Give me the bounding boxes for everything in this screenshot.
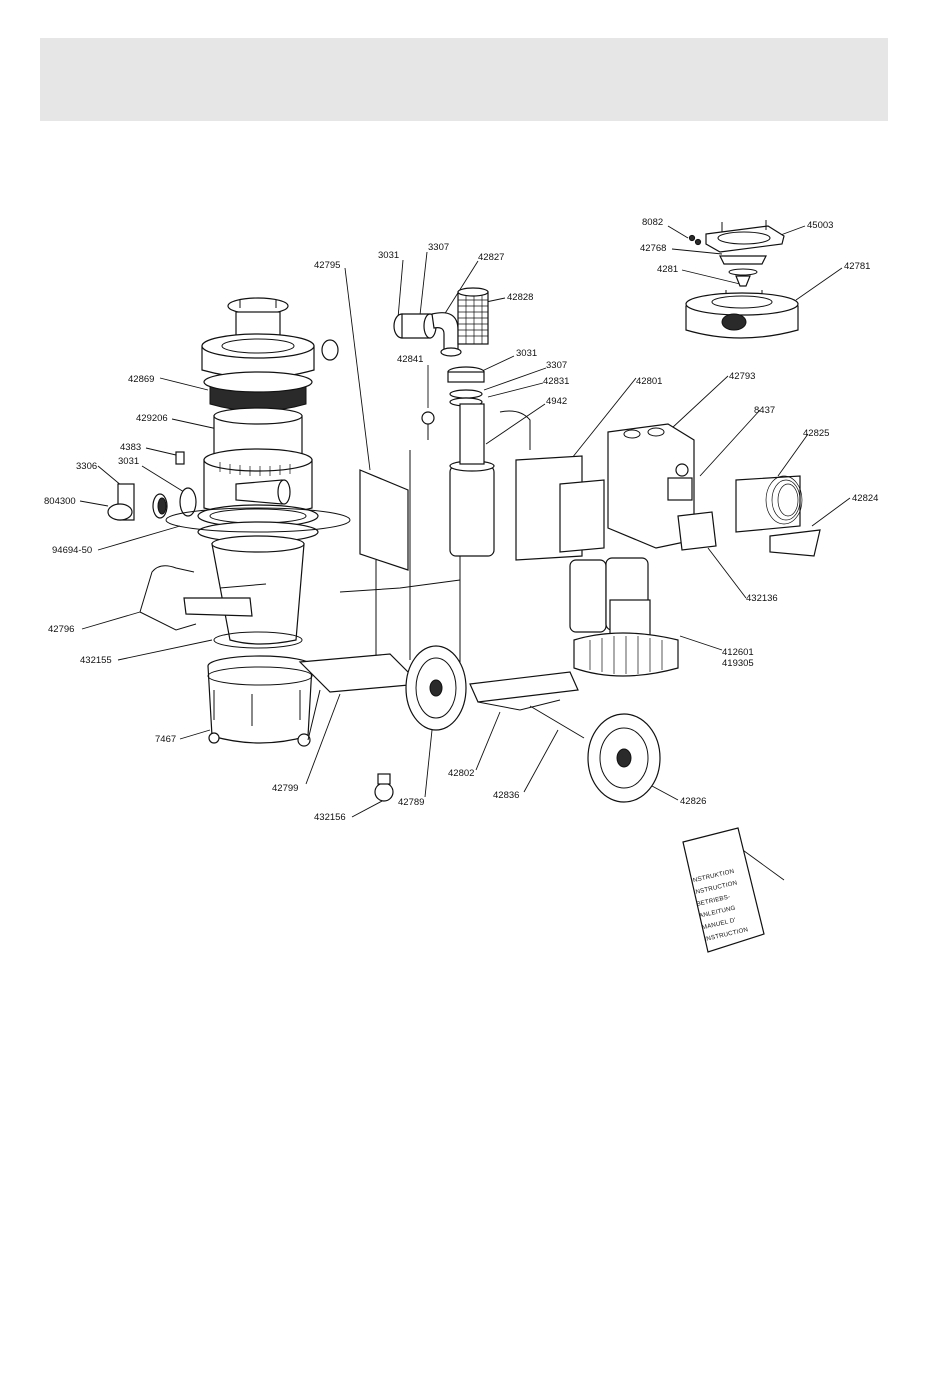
callout-3031-left: 3031 — [118, 456, 139, 467]
callout-432155: 432155 — [80, 655, 112, 666]
callout-8437: 8437 — [754, 405, 775, 416]
callout-4942: 4942 — [546, 396, 567, 407]
callout-42801: 42801 — [636, 376, 662, 387]
callout-3031-top: 3031 — [378, 250, 399, 261]
callout-4281: 4281 — [657, 264, 678, 275]
basket-bracket — [736, 476, 820, 556]
callout-42802: 42802 — [448, 768, 474, 779]
callout-412601: 412601 — [722, 647, 754, 658]
callout-419305: 419305 — [722, 658, 754, 669]
callout-94694-50: 94694-50 — [52, 545, 92, 556]
callout-42824: 42824 — [852, 493, 878, 504]
callout-429206: 429206 — [136, 413, 168, 424]
callout-432156: 432156 — [314, 812, 346, 823]
callout-3306: 3306 — [76, 461, 97, 472]
callout-42825: 42825 — [803, 428, 829, 439]
callout-42831: 42831 — [543, 376, 569, 387]
callout-432136: 432136 — [746, 593, 778, 604]
callout-42826: 42826 — [680, 796, 706, 807]
callout-42781: 42781 — [844, 261, 870, 272]
callout-45003: 45003 — [807, 220, 833, 231]
callout-42793: 42793 — [729, 371, 755, 382]
callout-42789: 42789 — [398, 797, 424, 808]
callout-42869: 42869 — [128, 374, 154, 385]
motor-cover-assembly — [686, 220, 798, 338]
callout-42795: 42795 — [314, 260, 340, 271]
callout-42796: 42796 — [48, 624, 74, 635]
callout-8082: 8082 — [642, 217, 663, 228]
cyclone-separator — [108, 298, 350, 648]
callout-42768: 42768 — [640, 243, 666, 254]
callout-42827: 42827 — [478, 252, 504, 263]
callout-7467: 7467 — [155, 734, 176, 745]
callout-3307-mid: 3307 — [546, 360, 567, 371]
callout-42828: 42828 — [507, 292, 533, 303]
callout-3031-mid: 3031 — [516, 348, 537, 359]
callout-3307-top: 3307 — [428, 242, 449, 253]
instruction-manual: INSTRUKTION INSTRUCTION BETRIEBS- ANLEIT… — [683, 828, 764, 952]
callout-42799: 42799 — [272, 783, 298, 794]
callout-4383: 4383 — [120, 442, 141, 453]
callout-804300: 804300 — [44, 496, 76, 507]
callout-42836: 42836 — [493, 790, 519, 801]
callout-42841: 42841 — [397, 354, 423, 365]
motor-housing — [570, 424, 716, 676]
